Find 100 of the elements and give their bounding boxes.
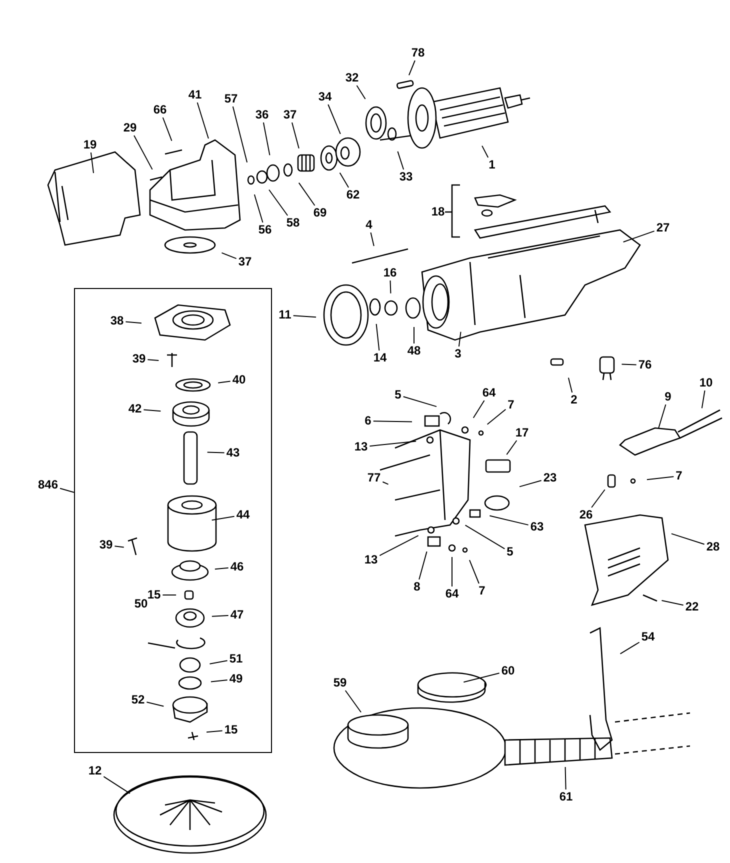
leader-line bbox=[209, 660, 228, 664]
callout-number: 36 bbox=[254, 108, 270, 122]
callout-number: 846 bbox=[36, 478, 60, 492]
callout-number: 48 bbox=[406, 344, 422, 358]
leader-line bbox=[196, 102, 209, 140]
leader-line bbox=[254, 194, 264, 223]
callout-number: 60 bbox=[500, 664, 516, 678]
callout-number: 26 bbox=[578, 508, 594, 522]
callout-number: 27 bbox=[655, 222, 671, 234]
leader-line bbox=[221, 252, 237, 260]
leader-line bbox=[211, 614, 229, 617]
leader-line bbox=[464, 524, 506, 550]
leader-line bbox=[506, 440, 518, 456]
leader-line bbox=[469, 560, 480, 584]
callout-number: 54 bbox=[640, 630, 656, 644]
callout-number: 3 bbox=[454, 348, 462, 360]
leader-line bbox=[489, 515, 529, 526]
callout-number: 11 bbox=[278, 308, 292, 322]
callout-number: 76 bbox=[637, 358, 653, 372]
callout-number: 37 bbox=[237, 256, 253, 268]
callout-number: 52 bbox=[130, 694, 146, 706]
leader-line bbox=[564, 766, 566, 790]
callout-number: 58 bbox=[285, 216, 301, 230]
leader-line bbox=[134, 135, 153, 170]
callout-number: 66 bbox=[152, 104, 168, 116]
leader-line bbox=[568, 377, 573, 393]
leader-line bbox=[214, 567, 229, 570]
callout-number: 7 bbox=[506, 398, 516, 412]
callout-number: 5 bbox=[506, 546, 514, 558]
leader-line bbox=[328, 104, 341, 134]
callout-number: 38 bbox=[109, 314, 125, 328]
leader-line bbox=[210, 679, 228, 682]
callout-number: 40 bbox=[231, 374, 247, 386]
leader-line bbox=[103, 776, 130, 794]
leader-line bbox=[143, 409, 162, 412]
leader-line bbox=[218, 380, 231, 384]
leader-line bbox=[670, 533, 705, 545]
callout-number: 15 bbox=[223, 724, 239, 736]
leader-line bbox=[162, 594, 177, 596]
callout-number: 8 bbox=[412, 580, 422, 594]
callout-number: 22 bbox=[684, 600, 700, 614]
callout-number: 13 bbox=[353, 440, 369, 454]
leader-line bbox=[661, 600, 684, 606]
leader-line bbox=[211, 516, 235, 521]
leader-line bbox=[658, 404, 666, 430]
callout-number: 50 bbox=[133, 598, 149, 610]
callout-number: 34 bbox=[317, 90, 333, 104]
callout-number: 28 bbox=[705, 540, 721, 554]
leader-line bbox=[620, 642, 640, 654]
leader-line bbox=[402, 396, 437, 408]
callout-number: 10 bbox=[698, 376, 714, 390]
callout-number: 17 bbox=[514, 426, 530, 440]
callout-number: 61 bbox=[558, 790, 574, 804]
leader-line bbox=[147, 359, 160, 361]
leader-line bbox=[482, 145, 489, 158]
callout-number: 78 bbox=[410, 46, 426, 60]
leader-line bbox=[591, 489, 606, 508]
callout-number: 44 bbox=[235, 508, 251, 522]
callout-number: 2 bbox=[570, 394, 578, 406]
leader-line bbox=[418, 551, 428, 580]
leader-line bbox=[90, 152, 94, 174]
leader-line bbox=[206, 452, 225, 454]
callout-number: 7 bbox=[478, 584, 486, 598]
callout-number: 19 bbox=[82, 138, 98, 152]
callout-number: 62 bbox=[345, 188, 361, 202]
callout-number: 15 bbox=[146, 588, 162, 602]
leader-line bbox=[298, 182, 316, 206]
callout-number: 47 bbox=[229, 608, 245, 622]
leader-line bbox=[397, 150, 404, 170]
callout-number: 56 bbox=[257, 224, 273, 236]
callout-number: 42 bbox=[127, 402, 143, 416]
callout-number: 13 bbox=[363, 554, 379, 566]
callout-number: 77 bbox=[366, 472, 382, 484]
leader-line bbox=[356, 85, 366, 100]
leader-line bbox=[262, 122, 270, 156]
leader-line bbox=[408, 60, 416, 76]
callout-number: 43 bbox=[225, 446, 241, 460]
callout-number: 9 bbox=[664, 390, 672, 404]
callout-number: 12 bbox=[87, 764, 103, 778]
leader-line bbox=[646, 476, 674, 480]
assembly-frame bbox=[74, 288, 272, 753]
leader-line bbox=[622, 230, 655, 242]
callout-number: 1 bbox=[488, 158, 496, 172]
leader-line bbox=[339, 172, 350, 188]
leader-line bbox=[268, 189, 288, 216]
callout-number: 4 bbox=[364, 218, 374, 232]
callout-number: 5 bbox=[394, 388, 402, 402]
leader-line bbox=[370, 232, 374, 246]
leader-line bbox=[458, 331, 462, 347]
leader-line bbox=[125, 321, 142, 324]
leader-line bbox=[382, 481, 389, 485]
leader-line bbox=[701, 390, 706, 409]
leader-line bbox=[344, 690, 362, 713]
leader-line bbox=[463, 672, 500, 683]
leader-line bbox=[472, 400, 485, 418]
callout-number: 51 bbox=[228, 652, 244, 666]
callout-number: 7 bbox=[674, 470, 684, 482]
leader-line bbox=[369, 440, 417, 447]
callout-number: 39 bbox=[131, 352, 147, 366]
callout-number: 46 bbox=[229, 560, 245, 574]
